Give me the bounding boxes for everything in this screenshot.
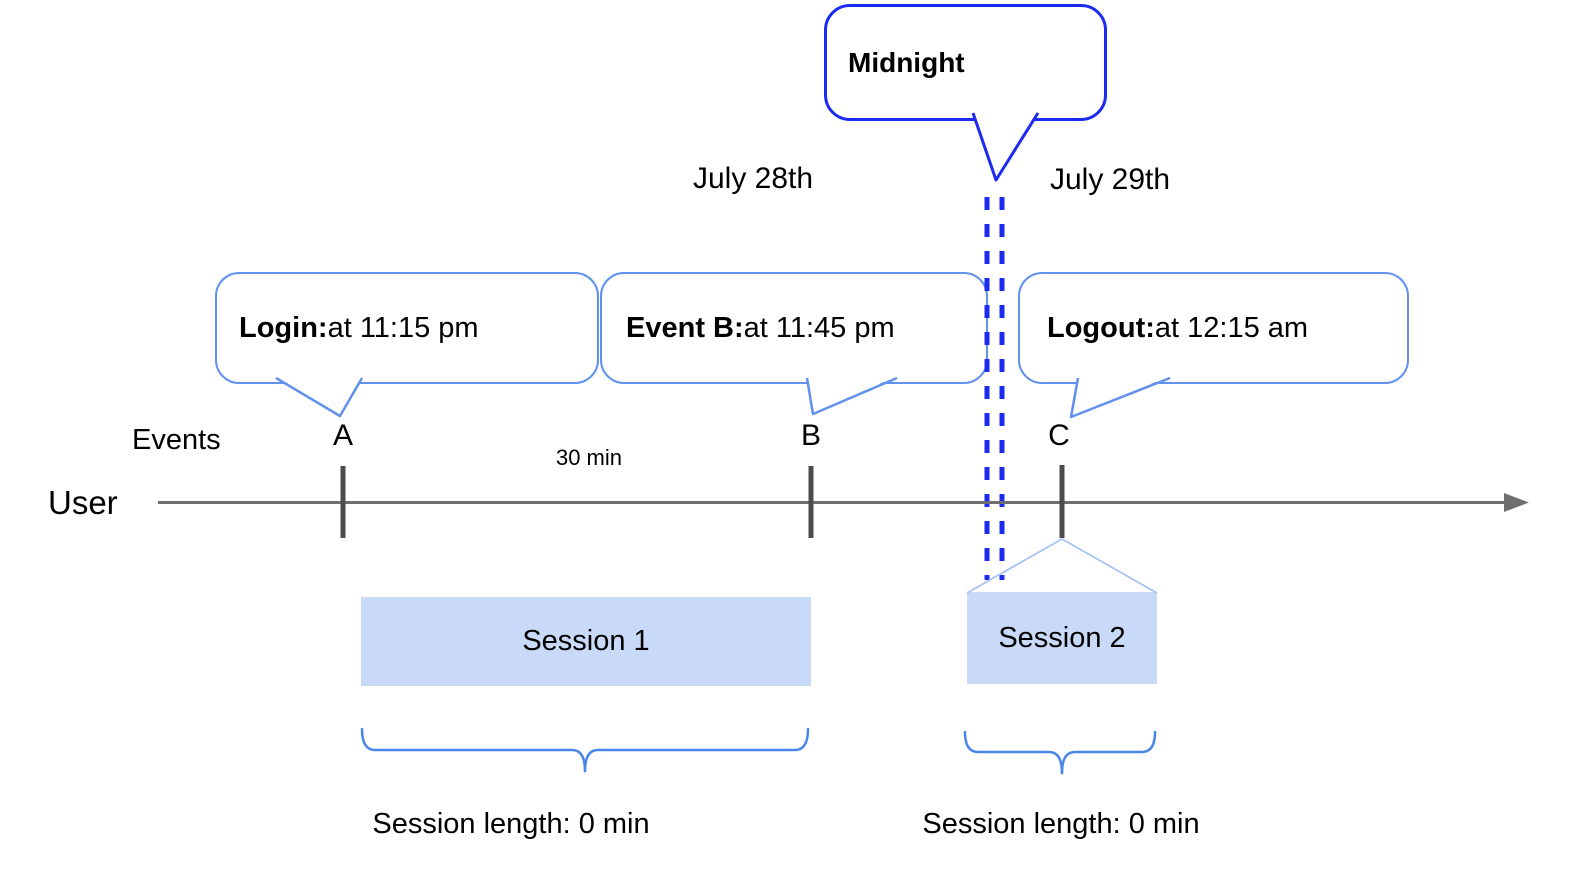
logout-callout-bold: Logout: xyxy=(1047,311,1155,344)
events-axis-label: Events xyxy=(132,424,221,456)
login-callout-text: at 11:15 pm xyxy=(327,311,479,344)
login-callout-bubble: Login: at 11:15 pm xyxy=(215,272,599,384)
logout-callout-text: at 12:15 am xyxy=(1154,311,1309,344)
user-axis-label: User xyxy=(48,484,118,521)
logout-callout-bubble: Logout: at 12:15 am xyxy=(1018,272,1409,384)
date-july-29: July 29th xyxy=(1050,163,1171,196)
event-b-callout-bubble: Event B: at 11:45 pm xyxy=(600,272,988,384)
session-2-brace xyxy=(963,730,1157,775)
session-2-label: Session 2 xyxy=(998,621,1126,654)
event-b-callout-text: at 11:45 pm xyxy=(743,311,895,344)
login-callout-bold: Login: xyxy=(239,311,328,344)
timeline-arrowhead-icon xyxy=(1504,493,1529,512)
event-b-callout-bold: Event B: xyxy=(626,311,744,344)
session-1-length-label: Session length: 0 min xyxy=(372,808,650,840)
session-2-box: Session 2 xyxy=(967,592,1157,684)
session-1-label: Session 1 xyxy=(522,625,650,657)
event-a-marker-label: A xyxy=(332,419,353,452)
midnight-callout-text: Midnight xyxy=(848,46,965,78)
date-july-28: July 28th xyxy=(693,162,814,195)
session-2-length-label: Session length: 0 min xyxy=(922,808,1200,840)
event-c-marker-label: C xyxy=(1048,419,1070,452)
event-b-marker-label: B xyxy=(800,419,821,452)
session-2-connector-lines xyxy=(966,538,1158,594)
session-1-box: Session 1 xyxy=(361,597,811,686)
session-1-brace xyxy=(360,727,810,773)
midnight-callout-bubble: Midnight xyxy=(824,4,1107,121)
gap-duration-label: 30 min xyxy=(555,445,623,470)
